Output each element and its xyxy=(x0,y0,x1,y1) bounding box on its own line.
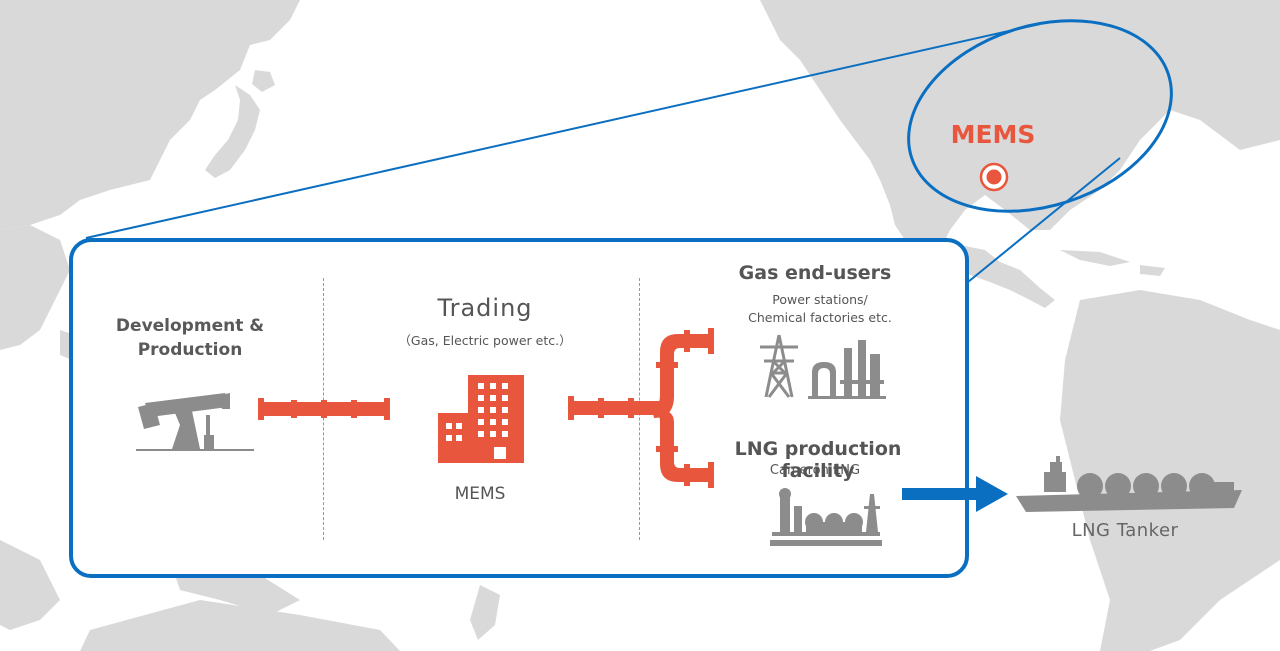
callout-line-top xyxy=(85,23,1041,239)
export-arrow-icon xyxy=(902,476,1008,512)
pipe-branch xyxy=(568,328,714,488)
lng-tanker-icon xyxy=(1016,456,1242,512)
landmass-south-america xyxy=(1060,290,1280,651)
tanker-label: LNG Tanker xyxy=(1071,520,1179,541)
development-production-label: Development & Production xyxy=(115,316,265,360)
gas-end-users-subtitle-line2: Chemical factories etc. xyxy=(748,310,892,325)
power-tower-icon xyxy=(760,334,798,398)
landmass-china xyxy=(0,225,70,350)
callout-line-bottom xyxy=(967,157,1121,283)
landmass-asia xyxy=(0,0,300,230)
lng-plant-icon xyxy=(770,488,882,546)
landmass-australia xyxy=(80,600,400,651)
map-location-label: MEMS xyxy=(950,120,1036,149)
oil-pump-jack-icon xyxy=(136,393,254,451)
trading-subtitle: （Gas, Electric power etc.） xyxy=(398,333,572,348)
landmass-hokkaido xyxy=(252,70,275,92)
trading-company-label: MEMS xyxy=(454,484,506,504)
office-building-icon xyxy=(438,375,524,463)
pipe-development-to-trading xyxy=(258,398,390,420)
gas-end-users-subtitle-line1: Power stations/ xyxy=(772,292,868,307)
landmass-indonesia xyxy=(0,540,60,630)
gas-end-users-title: Gas end-users xyxy=(738,262,892,284)
trading-title: Trading xyxy=(437,294,533,322)
landmass-hispaniola xyxy=(1140,265,1165,276)
landmass-north-america xyxy=(760,0,1280,260)
landmass-japan xyxy=(205,85,260,178)
landmass-cuba xyxy=(1060,250,1130,266)
gas-end-users-subtitle: Power stations/ Chemical factories etc. xyxy=(720,291,920,327)
lng-facility-subtitle: Cameron LNG xyxy=(769,463,861,478)
chemical-factory-icon xyxy=(808,340,886,399)
landmass-new-zealand xyxy=(470,585,500,640)
lng-facility-title: LNG production facility xyxy=(734,438,902,482)
location-target-icon xyxy=(979,162,1009,192)
